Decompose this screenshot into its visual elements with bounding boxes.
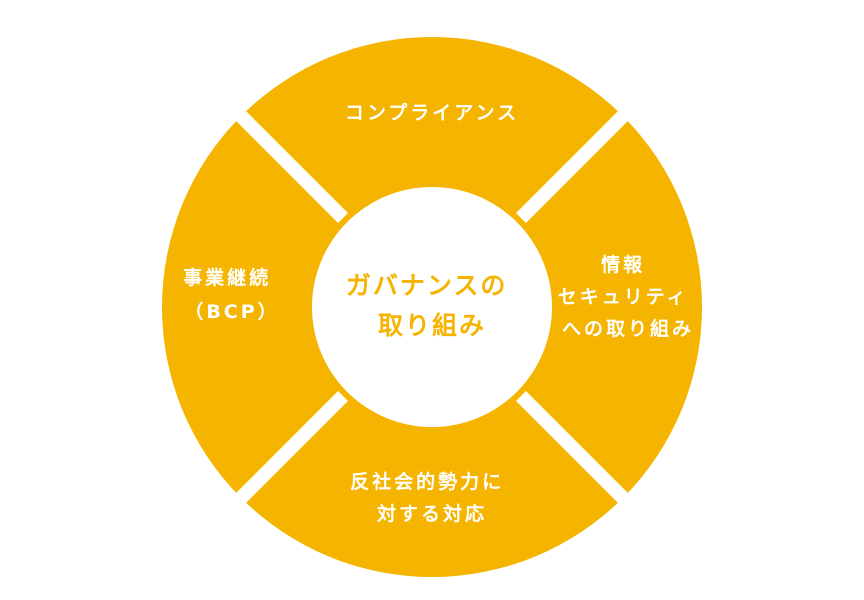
center-circle xyxy=(312,187,552,427)
center-label: ガバナンスの 取り組み xyxy=(346,271,518,340)
segment-label-line: 対する対応 xyxy=(376,502,487,525)
segment-label-line: への取り組み xyxy=(562,317,694,340)
divider-bottom-left xyxy=(230,391,348,509)
center-label-line: 取り組み xyxy=(378,311,486,340)
segment-label-line: コンプライアンス xyxy=(345,101,519,124)
segment-label-line: セキュリティ xyxy=(558,286,689,308)
segment-label-line: 反社会的勢力に xyxy=(350,470,504,493)
segment-label-antisocial-forces: 反社会的勢力に 対する対応 xyxy=(350,470,514,525)
segment-label-line: 情報 xyxy=(601,253,645,276)
segment-label-compliance: コンプライアンス xyxy=(345,101,519,124)
segment-label-line: 事業継続 xyxy=(183,266,271,289)
segment-label-information-security: 情報 セキュリティ への取り組み xyxy=(558,253,699,340)
divider-top-left xyxy=(230,105,348,223)
center-label-line: ガバナンスの xyxy=(346,271,508,300)
segment-dividers xyxy=(230,105,634,509)
segment-label-line: （BCP） xyxy=(184,300,279,323)
divider-bottom-right xyxy=(516,391,634,509)
segment-label-business-continuity: 事業継続 （BCP） xyxy=(183,266,281,323)
divider-top-right xyxy=(516,105,634,223)
